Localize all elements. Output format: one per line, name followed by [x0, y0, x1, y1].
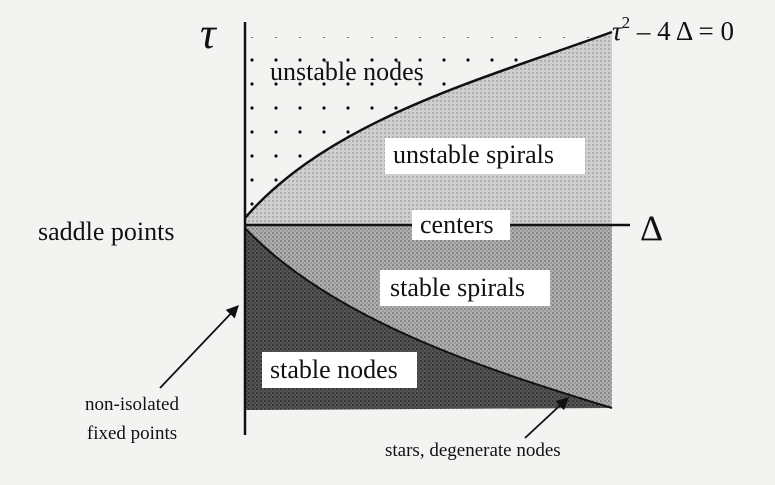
stable-spirals-label: stable spirals — [390, 273, 525, 302]
unstable-nodes-label: unstable nodes — [270, 57, 424, 86]
parabola-upper-branch — [244, 30, 613, 219]
equation-exponent: 2 — [622, 13, 631, 32]
parabola-lower-branch — [244, 227, 613, 409]
non-isolated-arrow — [159, 305, 239, 389]
stable-spirals-label-box — [380, 270, 550, 306]
stable-nodes-label-box — [262, 352, 417, 388]
unstable-spirals-region — [245, 32, 612, 225]
fixed-points-label: fixed points — [87, 423, 177, 444]
equation-rest: – 4 Δ = 0 — [630, 16, 734, 46]
unstable-spirals-label-box — [385, 138, 585, 174]
saddle-points-label: saddle points — [38, 217, 175, 246]
centers-label: centers — [420, 210, 494, 239]
stars-degenerate-arrow — [524, 397, 569, 439]
stable-nodes-label: stable nodes — [270, 355, 398, 384]
stars-degenerate-label: stars, degenerate nodes — [385, 440, 561, 461]
tau-axis-symbol: τ — [200, 9, 218, 58]
centers-label-box — [412, 210, 510, 240]
curve-equation: τ2 – 4 Δ = 0 — [612, 13, 734, 46]
non-isolated-label: non-isolated — [85, 394, 179, 415]
equation-tau: τ — [612, 16, 623, 46]
unstable-nodes-region — [245, 32, 605, 218]
delta-axis-symbol: Δ — [640, 208, 663, 248]
unstable-spirals-label: unstable spirals — [393, 140, 554, 169]
